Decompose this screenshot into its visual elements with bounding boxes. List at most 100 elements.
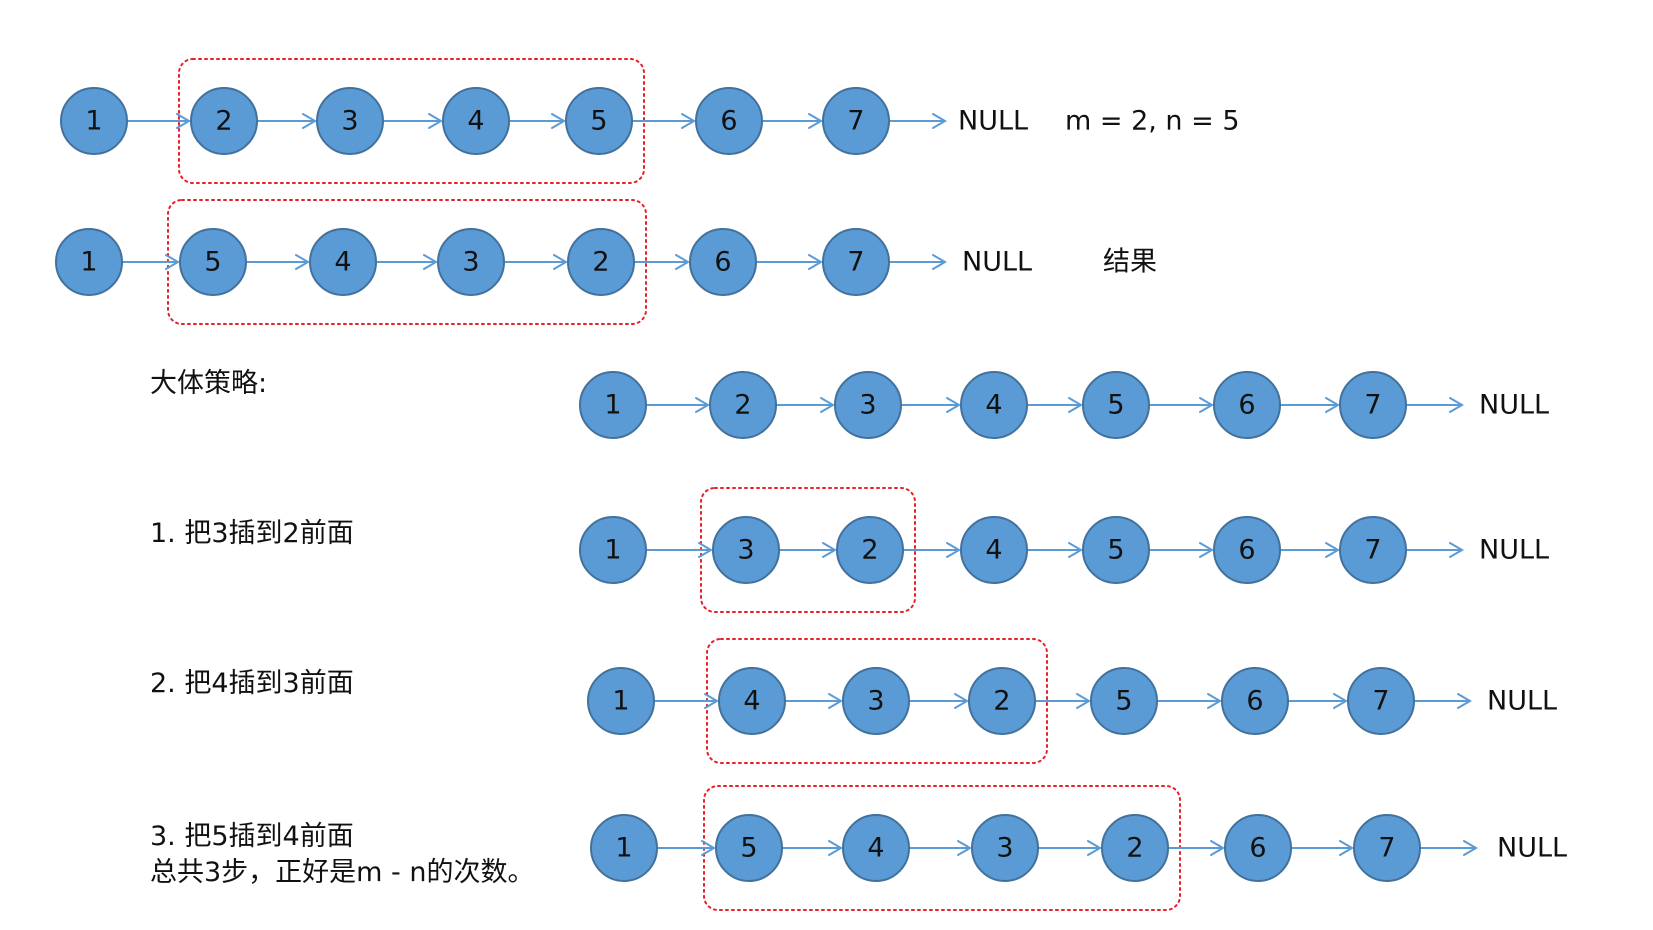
row-5-node-1-label: 1 [612,686,629,717]
row-3-arrow-4-head [1068,397,1083,413]
row-1-null-label: NULL [958,106,1028,137]
row-1-node-2 [190,87,258,155]
row-6-node-7-label: 7 [1378,833,1395,864]
row-3-arrow-1-head [695,397,710,413]
row-5-node-3 [842,667,910,735]
row-3-node-5 [1082,371,1150,439]
row-5-null-label: NULL [1487,686,1557,717]
row-2-arrow-1-head [165,254,180,270]
row-1-node-2-label: 2 [215,106,232,137]
caption-step-3: 3. 把5插到4前面 [150,821,354,852]
row-2-arrow-6-head [808,254,823,270]
row-1-arrow-null-head [932,113,947,129]
row-4-node-3 [836,516,904,584]
row-4-node-4 [960,516,1028,584]
row-1-node-4-label: 4 [467,106,484,137]
row-5-arrow-4-head [1076,693,1091,709]
row-4-node-5 [1082,516,1150,584]
row-6-node-4 [971,814,1039,882]
row-5-node-2 [718,667,786,735]
row-2-node-1-label: 1 [80,247,97,278]
row-5-arrow-3-head [954,693,969,709]
row-1-node-1 [60,87,128,155]
row-3-node-4 [960,371,1028,439]
row-5-node-4 [968,667,1036,735]
row-4-node-7 [1339,516,1407,584]
row-2-node-5-label: 2 [592,247,609,278]
row-3-node-2-label: 2 [734,390,751,421]
row-4-arrow-2-head [822,542,837,558]
row-2-arrow-2-head [295,254,310,270]
row-6-node-2 [715,814,783,882]
row-4-arrow-null-head [1449,542,1464,558]
row-5-node-3-label: 3 [867,686,884,717]
row-5-arrow-null-head [1457,693,1472,709]
row-2-node-7-label: 7 [847,247,864,278]
row-6-node-6 [1224,814,1292,882]
row-6-node-1 [590,814,658,882]
row-6-node-3-label: 4 [867,833,884,864]
row-1-arrow-3-head [428,113,443,129]
row-2-arrow-5-head [675,254,690,270]
row-5-node-5-label: 5 [1115,686,1132,717]
row-3-node-7-label: 7 [1364,390,1381,421]
row-2-node-3-label: 4 [334,247,351,278]
row-4-node-6 [1213,516,1281,584]
row-3-arrow-3-head [946,397,961,413]
caption-step-2: 2. 把4插到3前面 [150,668,354,699]
row-1-arrow-5-head [681,113,696,129]
row-5-node-4-label: 2 [993,686,1010,717]
row-1-arrow-4-head [551,113,566,129]
row-2-node-2 [179,228,247,296]
row-6-arrow-null-head [1463,840,1478,856]
row-2-node-6-label: 6 [714,247,731,278]
row-5-node-1 [587,667,655,735]
row-4-node-4-label: 4 [985,535,1002,566]
row-1-node-7-label: 7 [847,106,864,137]
row-6-arrow-3-head [957,840,972,856]
row-1-node-1-label: 1 [85,106,102,137]
row-2-node-4-label: 3 [462,247,479,278]
row-6-arrow-4-head [1087,840,1102,856]
row-3-node-6 [1213,371,1281,439]
row-4-node-3-label: 2 [861,535,878,566]
row-6-node-6-label: 6 [1249,833,1266,864]
row-5-node-7-label: 7 [1372,686,1389,717]
row-1-arrow-1-head [176,113,191,129]
row-5-arrow-1-head [704,693,719,709]
row-4-arrow-3-head [946,542,961,558]
row-3-node-4-label: 4 [985,390,1002,421]
row-2-node-2-label: 5 [204,247,221,278]
row-4-node-7-label: 7 [1364,535,1381,566]
row-3-node-5-label: 5 [1107,390,1124,421]
row-1-arrow-2-head [302,113,317,129]
row-1-node-6-label: 6 [720,106,737,137]
row-6-arrow-2-head [828,840,843,856]
row-3-node-6-label: 6 [1238,390,1255,421]
row-4-node-6-label: 6 [1238,535,1255,566]
row-1-node-3-label: 3 [341,106,358,137]
row-4-node-2 [712,516,780,584]
row-5-node-7 [1347,667,1415,735]
row-5-node-2-label: 4 [743,686,760,717]
row-2-arrow-null-head [932,254,947,270]
row-3-null-label: NULL [1479,390,1549,421]
row-2-node-5 [567,228,635,296]
row-4-arrow-6-head [1325,542,1340,558]
row-1-node-3 [316,87,384,155]
row-4-node-1 [579,516,647,584]
row-6-node-7 [1353,814,1421,882]
row-2-note: 结果 [1103,247,1157,278]
row-1-node-7 [822,87,890,155]
row-3-node-2 [709,371,777,439]
row-4-null-label: NULL [1479,535,1549,566]
row-2-node-3 [309,228,377,296]
row-5-arrow-6-head [1333,693,1348,709]
row-5-node-6 [1221,667,1289,735]
row-2-node-1 [55,228,123,296]
row-3-node-7 [1339,371,1407,439]
row-3-arrow-null-head [1449,397,1464,413]
row-3-arrow-6-head [1325,397,1340,413]
row-3-node-1 [579,371,647,439]
